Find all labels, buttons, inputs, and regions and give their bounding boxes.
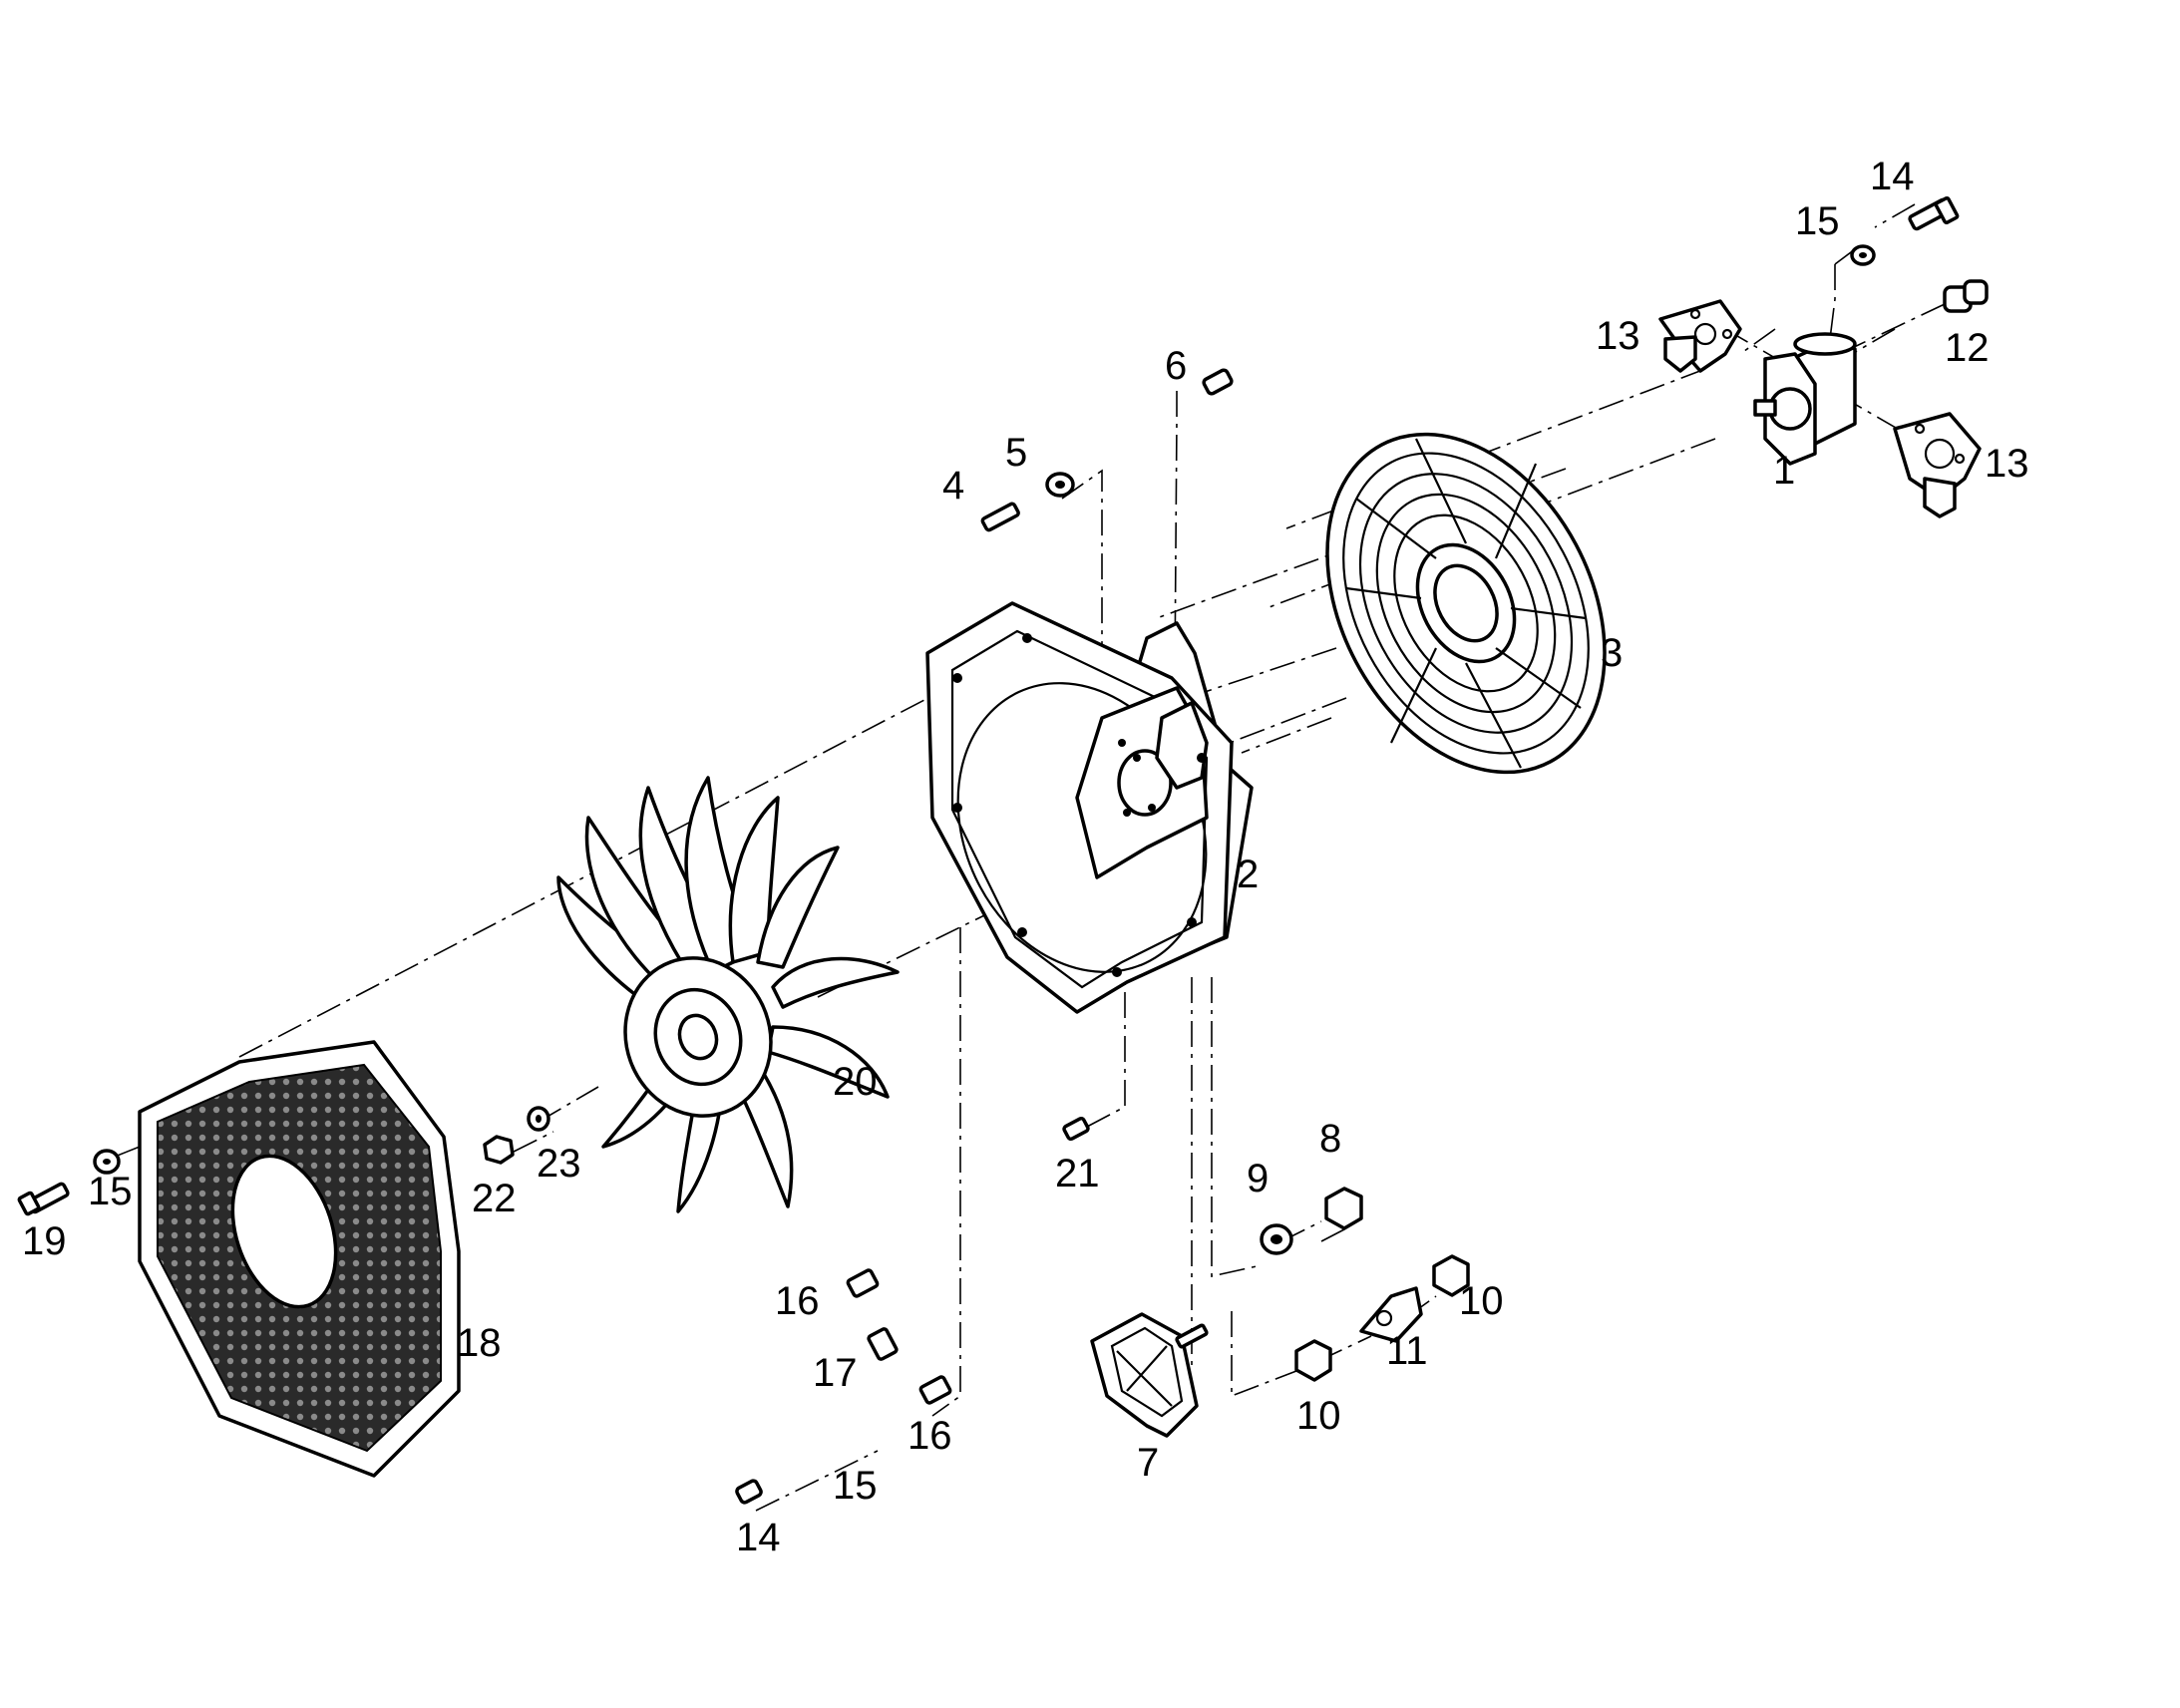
- callout-7: 7: [1137, 1441, 1159, 1485]
- elbow-fitting-icon: [1943, 279, 1989, 313]
- callout-15-top: 15: [1795, 199, 1840, 243]
- callout-13-bottom: 13: [1985, 442, 2029, 486]
- callouts: 1 2 3 4 5 6 7 8 9 10 10 11 12 13 13 14 1…: [22, 155, 2029, 1559]
- callout-18: 18: [457, 1321, 502, 1365]
- callout-10-right: 10: [1459, 1279, 1504, 1323]
- callout-2: 2: [1237, 853, 1259, 896]
- fan-shroud-icon: [925, 601, 1254, 1014]
- callout-19: 19: [22, 1219, 67, 1263]
- callout-3: 3: [1601, 631, 1623, 675]
- callout-11: 11: [1386, 1329, 1428, 1373]
- callout-17: 17: [813, 1351, 858, 1395]
- callout-23: 23: [537, 1142, 581, 1186]
- hydraulic-motor-icon: [1753, 332, 1857, 466]
- callout-8: 8: [1319, 1117, 1341, 1161]
- perforated-screen-icon: [138, 1040, 461, 1478]
- callout-5: 5: [1005, 431, 1027, 475]
- fan-guard-icon: [1325, 432, 1607, 775]
- callout-4: 4: [942, 464, 964, 508]
- callout-10-left: 10: [1296, 1394, 1341, 1438]
- flange-bottom-icon: [1893, 412, 1982, 518]
- callout-6: 6: [1165, 344, 1187, 388]
- callout-21: 21: [1055, 1152, 1100, 1196]
- callout-14-bottom: 14: [736, 1516, 781, 1559]
- callout-16-top: 16: [775, 1279, 820, 1323]
- callout-15-bottom: 15: [833, 1464, 878, 1508]
- flange-top-icon: [1658, 299, 1742, 373]
- callout-20: 20: [833, 1060, 878, 1104]
- callout-16-bottom: 16: [908, 1414, 952, 1458]
- callout-14-top: 14: [1870, 155, 1915, 198]
- callout-22: 22: [472, 1177, 517, 1220]
- callout-1: 1: [1773, 449, 1795, 493]
- hardware: [17, 195, 1960, 1505]
- callout-9: 9: [1247, 1157, 1269, 1200]
- callout-15-left: 15: [88, 1170, 133, 1213]
- callout-12: 12: [1945, 326, 1990, 370]
- callout-13-top: 13: [1596, 314, 1640, 358]
- fan-blade-icon: [556, 776, 900, 1213]
